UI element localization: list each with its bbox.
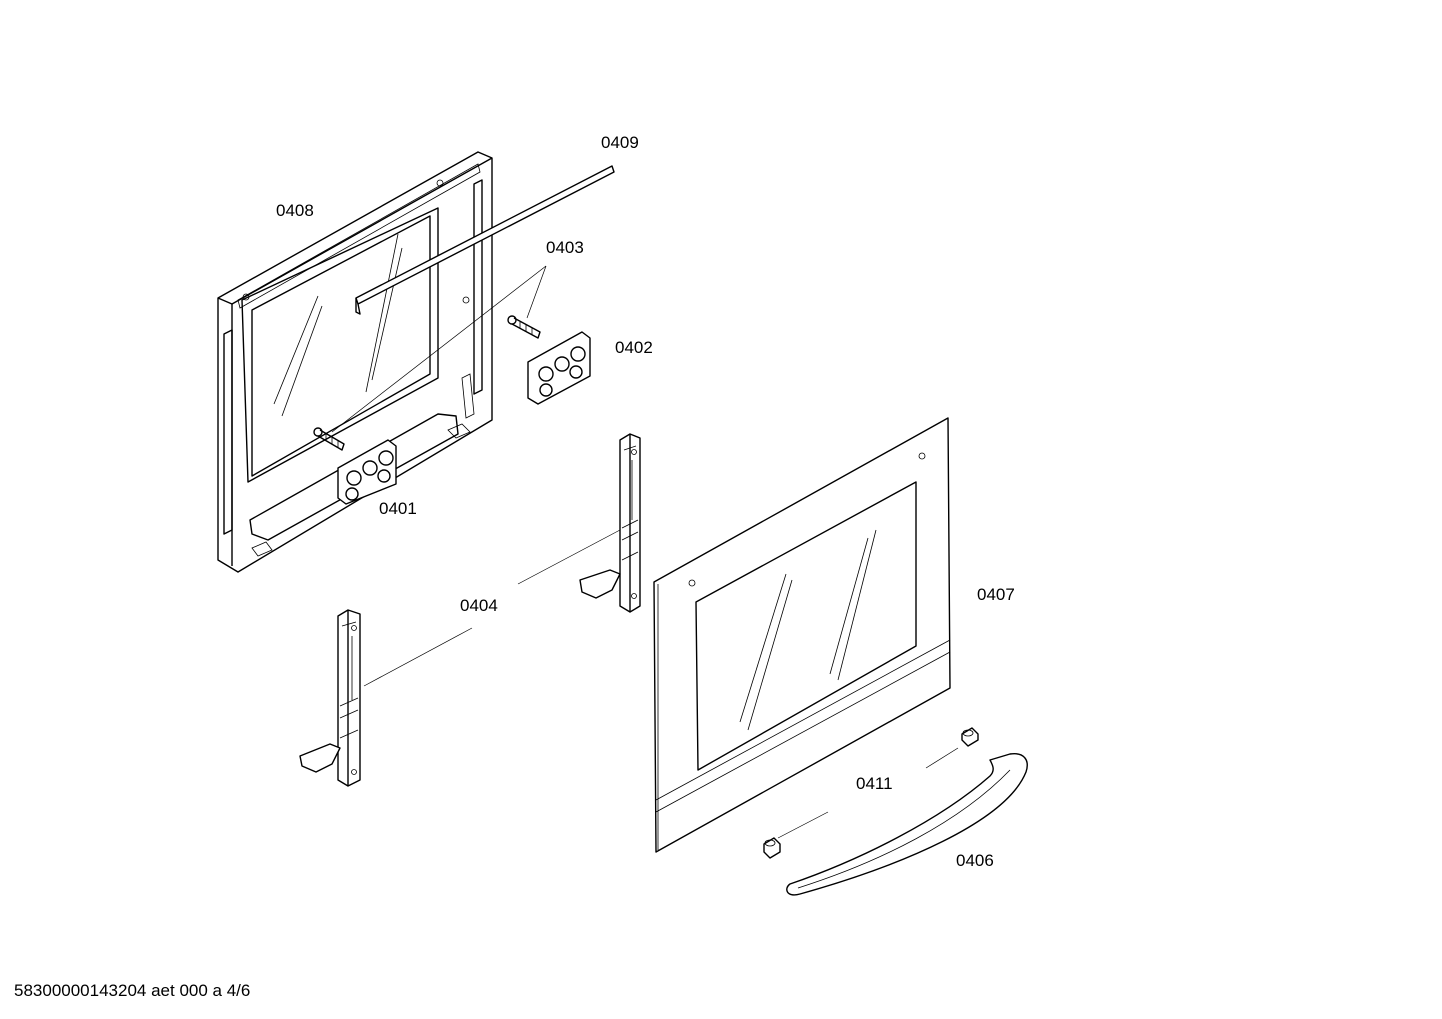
handle-spacer-left	[763, 837, 781, 859]
label-0407: 0407	[977, 585, 1015, 604]
screw-upper	[507, 315, 541, 339]
guide-rod	[355, 165, 615, 315]
drawing-reference-code: 58300000143204 aet 000 a 4/6	[14, 981, 251, 1000]
inner-door-frame	[217, 151, 493, 573]
handle-spacer-right	[961, 727, 979, 747]
label-0411: 0411	[856, 774, 893, 793]
screw-lower	[313, 427, 345, 451]
label-0409: 0409	[601, 133, 639, 152]
label-0403: 0403	[546, 238, 584, 257]
label-0408: 0408	[276, 201, 314, 220]
leader-lines	[331, 265, 959, 839]
hinge-left	[299, 609, 361, 787]
label-0401: 0401	[379, 499, 417, 518]
label-0404: 0404	[460, 596, 498, 615]
part-labels: 0409 0408 0403 0402 0401 0404 0407 0411 …	[276, 133, 1015, 870]
hinge-right	[579, 433, 641, 613]
label-0402: 0402	[615, 338, 653, 357]
outer-door-glass	[653, 417, 951, 853]
hinge-bracket-upper	[527, 331, 591, 405]
door-handle	[786, 753, 1028, 896]
hinge-bracket-lower	[337, 439, 397, 505]
label-0406: 0406	[956, 851, 994, 870]
